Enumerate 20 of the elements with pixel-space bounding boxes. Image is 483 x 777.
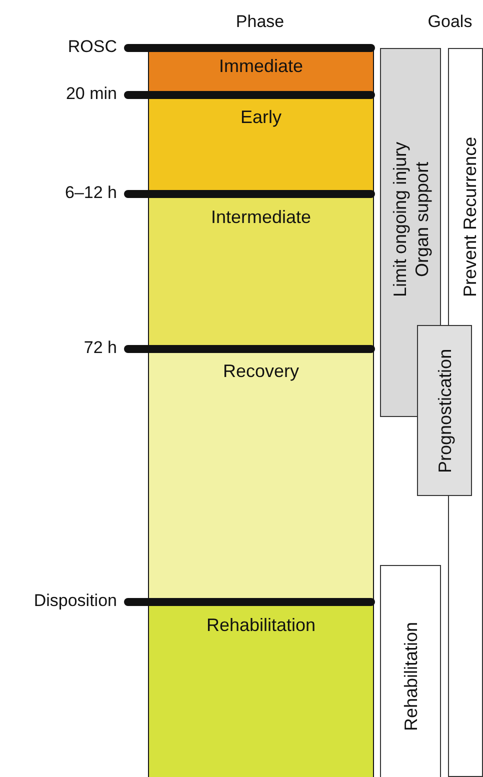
goal-label: Organ support bbox=[410, 160, 432, 279]
timepoint-label: 6–12 h bbox=[65, 183, 117, 203]
goal-label: Prevent Recurrence bbox=[459, 136, 481, 300]
timepoint-label: Disposition bbox=[34, 591, 117, 611]
timepoint-label: 20 min bbox=[66, 84, 117, 104]
phase-label: Early bbox=[239, 107, 282, 128]
timepoint-label: 72 h bbox=[84, 338, 117, 358]
column-heading: Goals bbox=[428, 12, 472, 32]
phase-label: Recovery bbox=[222, 361, 300, 382]
goal-bar bbox=[380, 565, 441, 777]
timepoint-label: ROSC bbox=[68, 37, 117, 57]
column-heading: Phase bbox=[236, 12, 284, 32]
goal-label: Prognostication bbox=[434, 348, 456, 476]
goal-bar bbox=[417, 325, 472, 496]
phase-label: Intermediate bbox=[210, 207, 312, 228]
phase-band bbox=[148, 603, 374, 777]
phase-label: Rehabilitation bbox=[205, 615, 317, 636]
phase-label: Immediate bbox=[218, 56, 304, 77]
goal-label: Rehabilitation bbox=[400, 620, 422, 733]
goal-label: Limit ongoing injury bbox=[388, 140, 410, 299]
